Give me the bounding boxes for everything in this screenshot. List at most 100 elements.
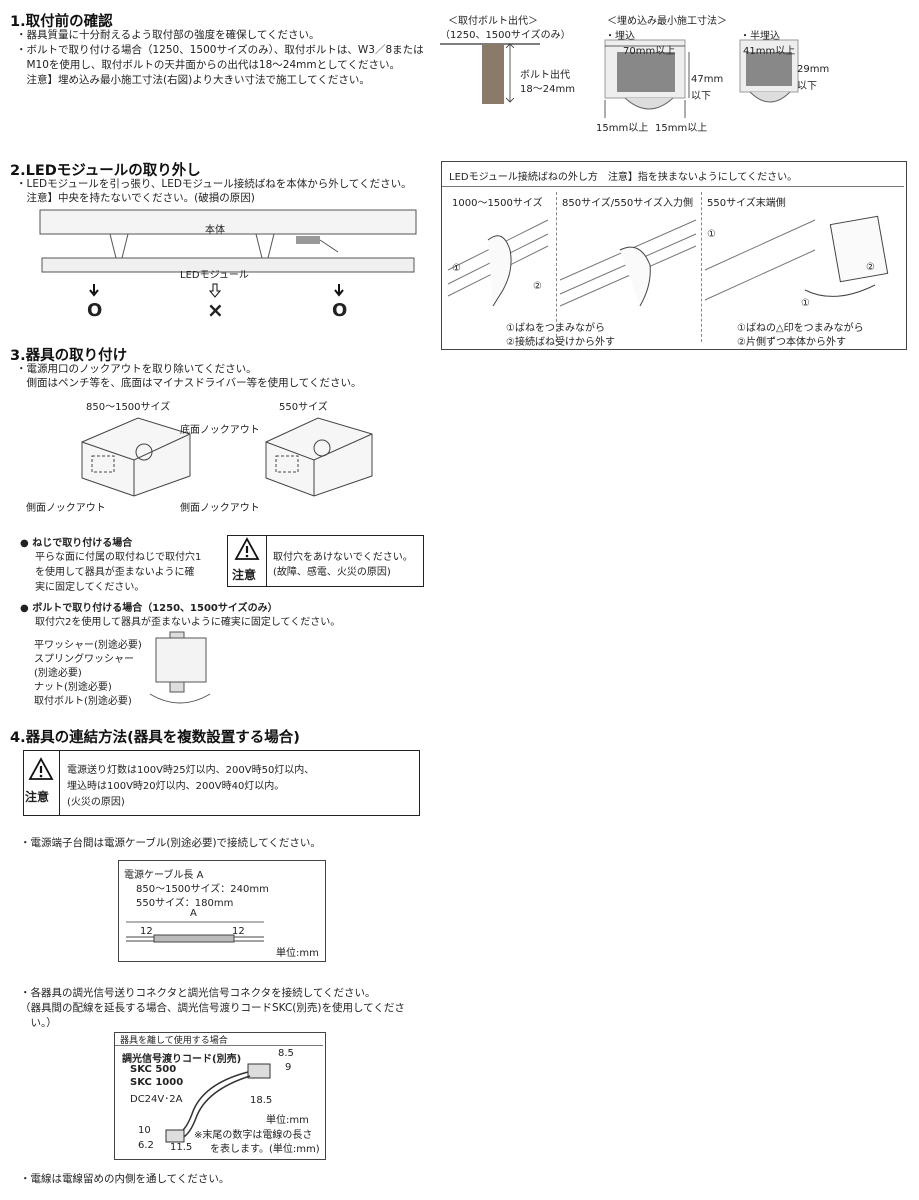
caution-box-2 (23, 750, 420, 816)
cable-length-small: 550サイズ：180mm (136, 898, 234, 909)
side-knockout-label-a: 側面ノックアウト (26, 503, 106, 514)
spring-col2-title: 850サイズ/550サイズ入力側 (562, 198, 693, 209)
side-knockout-label-b: 側面ノックアウト (180, 503, 260, 514)
cord-tail-note-1: ※末尾の数字は電線の長さ (194, 1130, 313, 1141)
caution-1-line-2: (故障、感電、火災の原因) (273, 567, 391, 578)
screw-mount-line-1: 平らな面に付属の取付ねじで取付穴1 (35, 552, 202, 563)
spring-illustration-1 (447, 219, 549, 307)
bottom-knockout-label: 底面ノックアウト (180, 425, 260, 436)
embed-half-label: ・半埋込 (740, 31, 780, 42)
spring-illustration-2 (559, 219, 697, 307)
cord-dim-18-5: 18.5 (250, 1095, 273, 1106)
embed-margin-left-dim: 15mm以上 (596, 123, 649, 134)
screw-mount-line-2: を使用して器具が歪まないように確 (35, 567, 195, 578)
screw-mount-title: ● ねじで取り付ける場合 (20, 538, 133, 549)
knockout-size-b: 550サイズ (279, 402, 328, 413)
spring-col3-title: 550サイズ末端側 (707, 198, 786, 209)
bolt-mount-line: 取付穴2を使用して器具が歪まないように確実に固定してください。 (35, 617, 341, 628)
half-width-dim: 41mm以上 (743, 46, 796, 57)
bolt-mount-title: ● ボルトで取り付ける場合（1250、1500サイズのみ） (20, 603, 278, 614)
spring-step-b2: ②片側ずつ本体から外す (737, 337, 846, 348)
half-depth-dim: 29mm (797, 64, 830, 75)
part-nut: ナット(別途必要) (34, 682, 112, 693)
dimming-cord-diagram (165, 1063, 271, 1143)
correct-hold-mark-2: O (332, 300, 348, 321)
spring-step-num-1: ① (452, 263, 461, 274)
spring-panel-divider (442, 186, 904, 187)
half-depth-dim-suffix: 以下 (797, 81, 817, 92)
cord-rating: DC24V･2A (130, 1094, 183, 1105)
cable-unit: 単位:mm (276, 948, 319, 959)
section3-line-1: ・電源用口のノックアウトを取り除いてください。 (16, 363, 257, 375)
caution-box-1 (227, 535, 424, 587)
embed-depth-dim: 47mm (691, 74, 724, 85)
cord-dim-10: 10 (138, 1125, 151, 1136)
section1-heading: 1.取付前の確認 (10, 14, 113, 30)
bolt-protrusion-diagram (440, 43, 540, 104)
caution-2-line-2: 埋込時は100V時20灯以内、200V時40灯以内。 (67, 781, 285, 792)
cord-dim-11-5: 11.5 (170, 1142, 193, 1153)
dimming-note-2: （器具間の配線を延長する場合、調光信号渡りコードSKC(別売)を使用してくださ (20, 1002, 405, 1014)
warning-triangle-icon (234, 537, 260, 560)
section2-line-2: 注意】中央を持たないでください。(破損の原因) (16, 192, 255, 204)
spring-panel-title: LEDモジュール接続ばねの外し方 注意】指を挟まないようにしてください。 (449, 172, 798, 183)
led-body-label: 本体 (205, 225, 225, 236)
section4-heading: 4.器具の連結方法(器具を複数設置する場合) (10, 730, 300, 746)
embed-figure-title: ＜埋め込み最小施工寸法＞ (607, 16, 727, 27)
embed-full-label: ・埋込 (605, 31, 635, 42)
bolt-mount-diagram (149, 631, 211, 704)
spring-step-b1: ①ばねの△印をつまみながら (737, 323, 864, 334)
caution-word-1: 注意 (232, 568, 257, 582)
caution-box-1-divider (266, 535, 267, 587)
arrow-down-outline-icon (208, 283, 222, 298)
embed-margin-right-dim: 15mm以上 (655, 123, 708, 134)
section2-heading: 2.LEDモジュールの取り外し (10, 163, 201, 179)
embed-full-diagram (604, 39, 690, 118)
part-spring-washer-note: (別途必要) (34, 668, 82, 679)
bolt-figure-title: ＜取付ボルト出代＞ (448, 16, 538, 27)
cable-note: ・電源端子台間は電源ケーブル(別途必要)で接続してください。 (20, 837, 321, 849)
cord-dim-8-5: 8.5 (278, 1048, 294, 1059)
spring-step-num-2: ② (533, 281, 542, 292)
arrow-down-icon (334, 284, 344, 297)
part-bolt: 取付ボルト(別途必要) (34, 696, 132, 707)
cord-title: 調光信号渡りコード(別売) (122, 1054, 242, 1065)
embed-half-diagram (739, 39, 799, 103)
section2-line-1: ・LEDモジュールを引っ張り、LEDモジュール接続ばねを本体から外してください。 (16, 178, 412, 190)
knockout-diagram-a (81, 417, 191, 497)
bolt-protrusion-range: 18～24mm (520, 84, 575, 95)
spring-step-a1: ①ばねをつまみながら (506, 323, 605, 334)
cable-dim-A: A (190, 908, 197, 919)
cable-strip-right: 12 (232, 926, 245, 937)
cable-length-large: 850～1500サイズ：240mm (136, 884, 269, 895)
spring-col-divider-2 (701, 192, 702, 342)
wrong-hold-mark: × (207, 298, 224, 322)
cord-model-500: SKC 500 (130, 1064, 177, 1075)
caution-word-2: 注意 (25, 790, 50, 804)
cable-length-title: 電源ケーブル長 A (124, 870, 204, 881)
cable-diagram (126, 921, 264, 943)
section3-line-2: 側面はペンチ等を、底面はマイナスドライバー等を使用してください。 (16, 377, 362, 389)
caution-box-2-divider (59, 750, 60, 816)
correct-hold-mark: O (87, 300, 103, 321)
dimming-box-divider (115, 1045, 323, 1046)
spring-col1-title: 1000～1500サイズ (452, 198, 543, 209)
part-spring-washer: スプリングワッシャー (34, 654, 134, 665)
dimming-note-1: ・各器具の調光信号送りコネクタと調光信号コネクタを接続してください。 (20, 987, 376, 999)
spring-step-num-3: ① (707, 229, 716, 240)
part-flat-washer: 平ワッシャー(別途必要) (34, 640, 142, 651)
cord-unit: 単位:mm (266, 1115, 309, 1126)
wire-clip-note: ・電線は電線留めの内側を通してください。 (20, 1173, 230, 1185)
bolt-protrusion-label: ボルト出代 (520, 70, 570, 81)
knockout-diagram-b (265, 417, 373, 497)
dimming-box-title: 器具を離して使用する場合 (120, 1036, 228, 1046)
screw-mount-line-3: 実に固定してください。 (35, 582, 145, 593)
bolt-figure-subtitle: （1250、1500サイズのみ） (440, 30, 571, 41)
embed-depth-dim-suffix: 以下 (691, 91, 711, 102)
dimming-note-3: い。） (20, 1017, 57, 1029)
cord-tail-note-2: を表します。(単位:mm) (210, 1144, 320, 1155)
led-module-label: LEDモジュール (180, 270, 249, 281)
knockout-size-a: 850～1500サイズ (86, 402, 171, 413)
caution-2-line-1: 電源送り灯数は100V時25灯以内、200V時50灯以内、 (67, 765, 315, 776)
cable-length-box (118, 860, 326, 962)
